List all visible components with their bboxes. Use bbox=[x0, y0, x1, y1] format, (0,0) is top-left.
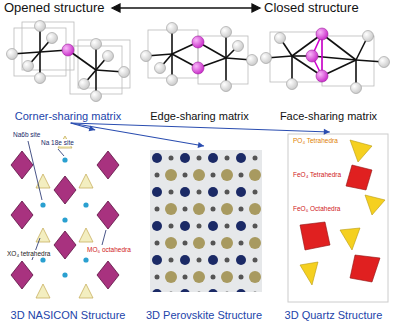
face-sharing-octahedra bbox=[261, 28, 390, 94]
polyhedron-label: XO₄ tetrahedra bbox=[6, 250, 51, 257]
arrow-head bbox=[324, 129, 330, 135]
label-anchor: XO₄ tetrahedra bbox=[6, 250, 51, 257]
label-anchor: Opened structure bbox=[4, 1, 104, 16]
panel-caption: 3D Quartz Structure bbox=[285, 309, 383, 322]
label-anchor: FeO₄ Tetrahedra bbox=[292, 171, 342, 178]
label-anchor: PO₄ Tetrahedra bbox=[292, 137, 339, 144]
site-label: Na6b site bbox=[12, 131, 41, 138]
site-label: Na 18e site bbox=[40, 139, 75, 146]
panel-caption: Corner-sharing matrix bbox=[15, 110, 121, 123]
panel-caption: 3D NASICON Structure bbox=[11, 309, 126, 322]
polyhedron-label: FeO₆ Octahedra bbox=[292, 205, 341, 212]
axis-label: Opened structure bbox=[4, 1, 104, 16]
label-anchor: MO₆ octahedra bbox=[86, 246, 132, 253]
polyhedron-label: FeO₄ Tetrahedra bbox=[292, 171, 342, 178]
arrow-head bbox=[198, 142, 204, 148]
matrix-panel: Face-sharing matrix bbox=[262, 14, 395, 123]
double-arrow bbox=[112, 4, 260, 12]
structure-panel: 3D Perovskite Structure bbox=[138, 146, 270, 322]
edge-sharing-octahedra bbox=[141, 23, 258, 92]
label-anchor: Na 18e site bbox=[40, 139, 75, 146]
label-anchor: FeO₆ Octahedra bbox=[292, 205, 341, 212]
polyhedron-label: MO₆ octahedra bbox=[86, 246, 132, 253]
matrix-panel: Corner-sharing matrix bbox=[0, 14, 136, 123]
label-anchor: Closed structure bbox=[264, 1, 359, 16]
panel-caption: Edge-sharing matrix bbox=[150, 110, 248, 123]
panel-caption: 3D Perovskite Structure bbox=[146, 309, 262, 322]
connector bbox=[71, 123, 330, 135]
structure-panel: 3D Quartz Structure bbox=[272, 132, 395, 322]
structure-panel: 3D NASICON Structure bbox=[0, 130, 136, 322]
nasicon-structure bbox=[11, 136, 119, 298]
panel-caption: Face-sharing matrix bbox=[280, 110, 377, 123]
polyhedron-label: PO₄ Tetrahedra bbox=[292, 137, 339, 144]
label-anchor: Na6b site bbox=[12, 131, 41, 138]
matrix-panel: Edge-sharing matrix bbox=[137, 14, 262, 123]
perovskite-structure bbox=[150, 150, 262, 292]
quartz-structure bbox=[288, 134, 388, 302]
corner-sharing-octahedra bbox=[7, 21, 131, 102]
connector-line bbox=[71, 123, 330, 132]
axis-label: Closed structure bbox=[264, 1, 359, 16]
